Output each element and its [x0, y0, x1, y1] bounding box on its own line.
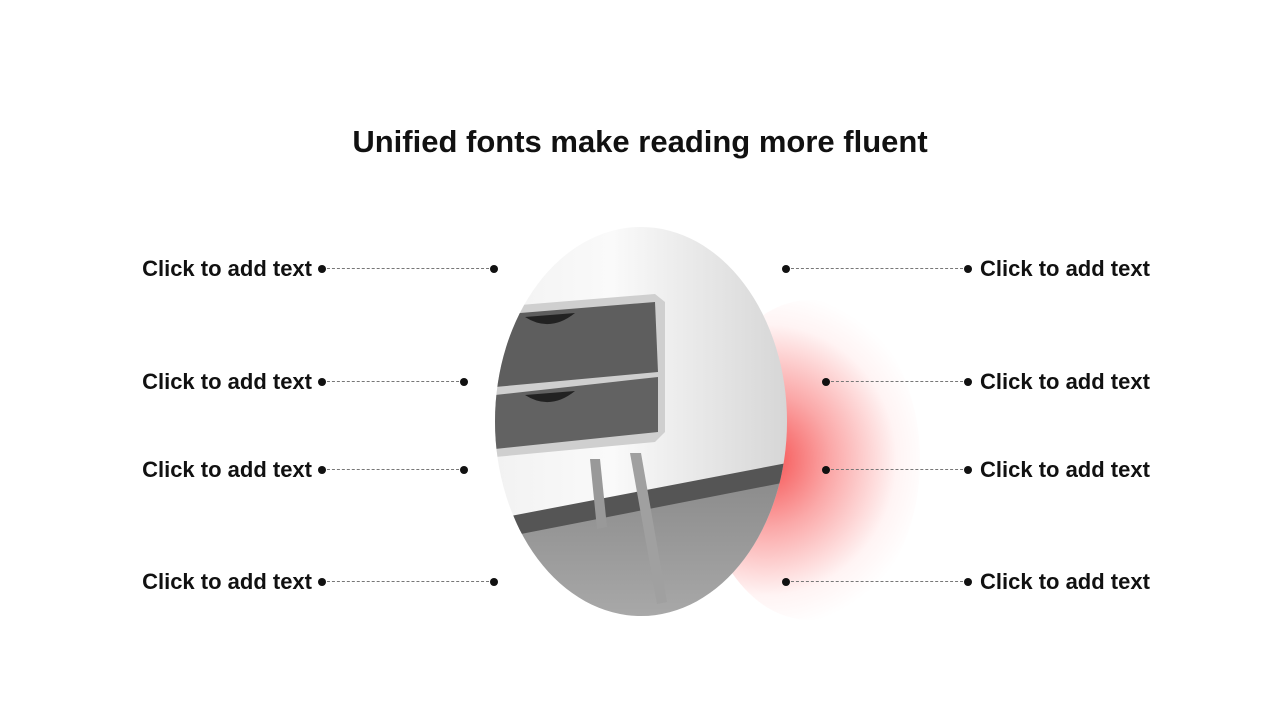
connector-dot	[822, 378, 830, 386]
connector-dot	[822, 466, 830, 474]
connector-dot	[782, 578, 790, 586]
left-text-3[interactable]: Click to add text	[142, 457, 312, 482]
left-connector-2	[322, 381, 464, 382]
connector-dot	[318, 265, 326, 273]
connector-dot	[964, 265, 972, 273]
left-connector-4	[322, 581, 494, 582]
left-text-1[interactable]: Click to add text	[142, 256, 312, 281]
left-connector-1	[322, 268, 494, 269]
left-connector-3	[322, 469, 464, 470]
connector-dot	[318, 466, 326, 474]
slide-title[interactable]: Unified fonts make reading more fluent	[352, 124, 928, 159]
right-text-4[interactable]: Click to add text	[980, 569, 1150, 594]
connector-dot	[490, 265, 498, 273]
connector-dot	[782, 265, 790, 273]
connector-dot	[964, 378, 972, 386]
connector-dot	[460, 466, 468, 474]
left-text-2[interactable]: Click to add text	[142, 369, 312, 394]
connector-dot	[318, 378, 326, 386]
right-connector-4	[786, 581, 968, 582]
left-text-4[interactable]: Click to add text	[142, 569, 312, 594]
right-connector-2	[826, 381, 968, 382]
right-connector-1	[786, 268, 968, 269]
connector-dot	[318, 578, 326, 586]
right-connector-3	[826, 469, 968, 470]
connector-dot	[460, 378, 468, 386]
right-text-1[interactable]: Click to add text	[980, 256, 1150, 281]
right-text-3[interactable]: Click to add text	[980, 457, 1150, 482]
connector-dot	[490, 578, 498, 586]
connector-dot	[964, 466, 972, 474]
right-text-2[interactable]: Click to add text	[980, 369, 1150, 394]
connector-dot	[964, 578, 972, 586]
oval-photo-nightstand[interactable]	[495, 227, 787, 616]
